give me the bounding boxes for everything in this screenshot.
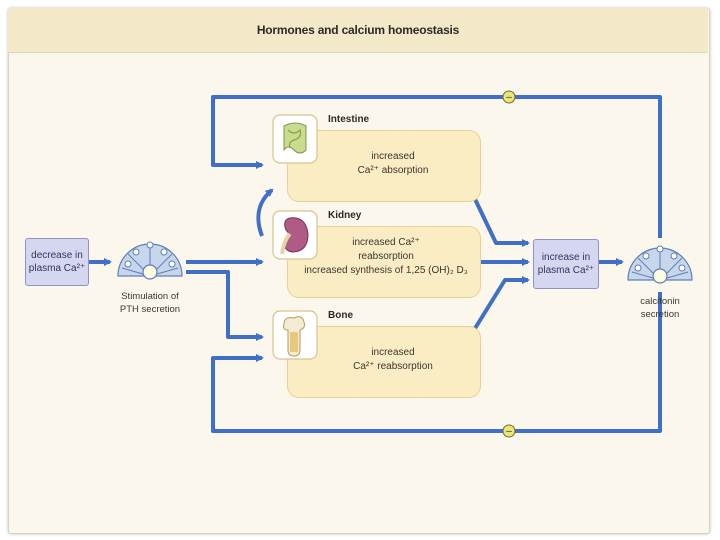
bone-box — [287, 326, 481, 398]
kidney-icon — [272, 210, 318, 260]
intestine-line1: increased — [371, 151, 415, 162]
intestine-text: increased Ca²⁺ absorption — [318, 150, 468, 178]
kidney-line1: increased Ca²⁺ — [352, 237, 420, 248]
intestine-to-increase-arrow — [472, 196, 530, 247]
increase-line1: increase in — [541, 252, 591, 263]
increase-plasma-ca-box: increase in plasma Ca²⁺ — [533, 239, 599, 289]
kidney-to-intestine-arrow — [256, 188, 274, 237]
decrease-plasma-ca-box: decrease in plasma Ca²⁺ — [25, 238, 89, 286]
intestine-line2: Ca²⁺ absorption — [357, 165, 429, 176]
intestine-box — [287, 130, 481, 202]
bone-line2: Ca²⁺ reabsorption — [353, 361, 433, 372]
top-inhibit-symbol: – — [502, 90, 516, 104]
kidney-label: Kidney — [328, 210, 362, 221]
kidney-box — [287, 226, 481, 298]
bone-icon — [272, 310, 318, 360]
thyroid-c-cell-icon — [624, 232, 696, 284]
kidney-text: increased Ca²⁺ reabsorption increased sy… — [292, 236, 480, 278]
pth-to-bone-arrow — [186, 270, 264, 341]
kidney-line3: increased synthesis of 1,25 (OH)₂ D₃ — [304, 265, 468, 276]
calcitonin-caption-line1: calcitonin — [640, 296, 680, 307]
svg-text:–: – — [506, 426, 512, 437]
calcitonin-caption: calcitonin secretion — [618, 295, 702, 321]
bone-to-increase-arrow — [472, 276, 530, 332]
pth-caption-line2: PTH secretion — [119, 304, 181, 315]
bottom-feedback-line — [211, 292, 662, 433]
bone-line1: increased — [371, 347, 415, 358]
increase-line2: plasma Ca²⁺ — [537, 265, 595, 276]
bottom-inhibit-symbol: – — [502, 424, 516, 438]
svg-text:–: – — [506, 92, 512, 103]
bone-label: Bone — [328, 310, 353, 321]
bone-text: increased Ca²⁺ reabsorption — [318, 346, 468, 374]
kidney-line2: reabsorption — [358, 251, 414, 262]
calcitonin-caption-line2: secretion — [640, 309, 680, 320]
pth-caption: Stimulation of PTH secretion — [104, 290, 196, 316]
pth-caption-line1: Stimulation of — [121, 291, 179, 302]
top-feedback-line — [211, 95, 662, 238]
parathyroid-gland-icon — [114, 228, 186, 280]
intestine-icon — [272, 114, 318, 164]
decrease-line1: decrease in — [31, 250, 83, 261]
intestine-label: Intestine — [328, 114, 370, 125]
decrease-line2: plasma Ca²⁺ — [28, 263, 86, 274]
diagram-title: Hormones and calcium homeostasis — [8, 8, 708, 53]
